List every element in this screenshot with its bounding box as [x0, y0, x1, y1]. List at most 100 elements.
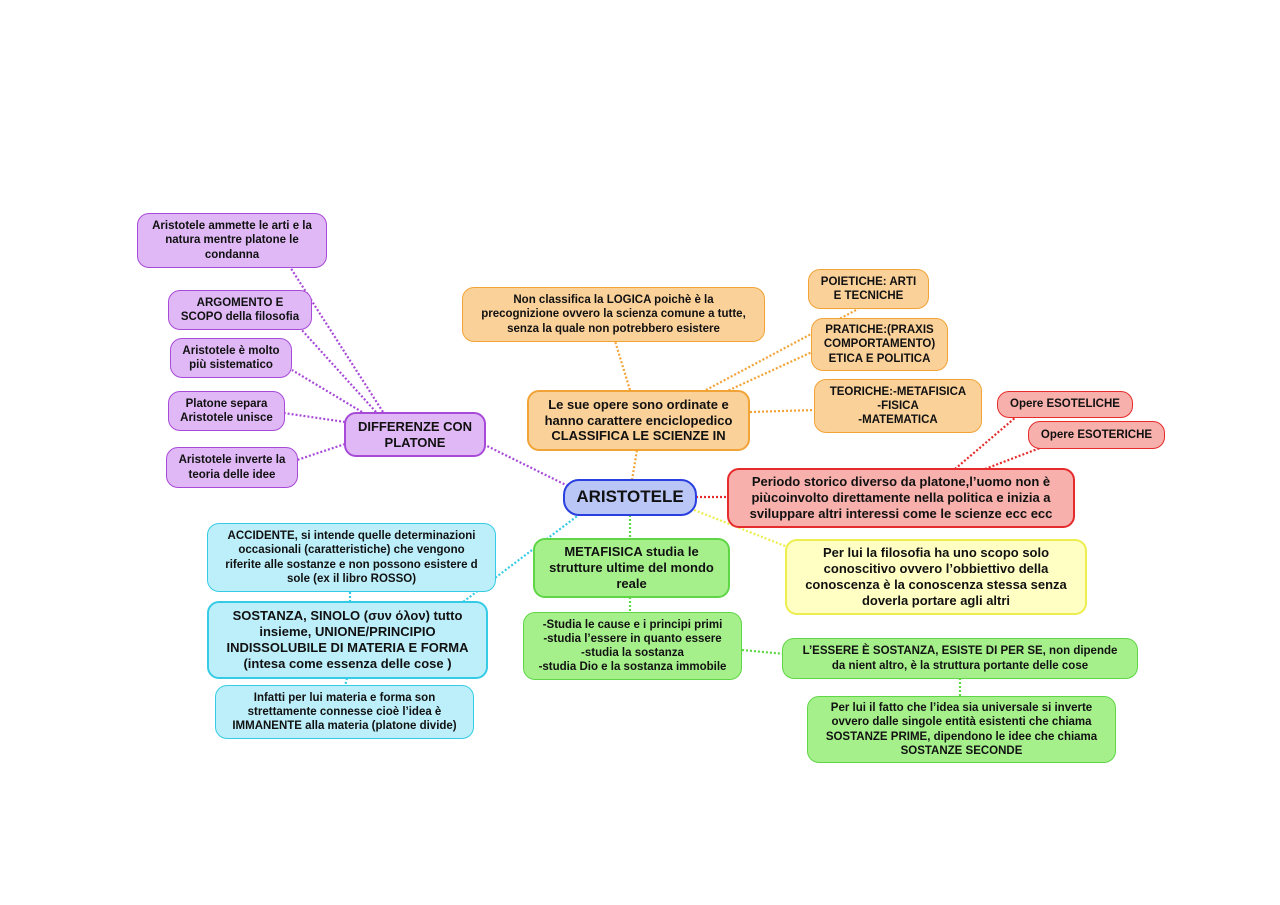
node-text-line: (intesa come essenza delle cose ) [243, 655, 452, 671]
node-text-line: Opere ESOTERICHE [1040, 428, 1153, 441]
node-text-line: SCOPO della filosofia [180, 311, 300, 323]
node-text-line: Aristotele è molto [182, 344, 280, 357]
node-poietiche[interactable]: POIETICHE: ARTI E TECNICHE [808, 269, 929, 309]
root-node-aristotele[interactable]: ARISTOTELE [563, 479, 697, 516]
node-text-line: Per lui il fatto che l’idea sia universa… [830, 702, 1093, 715]
node-text-line: SOSTANZE PRIME, dipendono le idee che ch… [825, 730, 1098, 743]
link-studia-essere [741, 648, 786, 656]
node-text-line: Aristotele inverte la [178, 454, 286, 467]
node-text-line: conoscenza è la conoscenza stessa senza [805, 577, 1067, 592]
link-differenze-inverte [296, 442, 346, 462]
node-text-line: doverla portare agli altri [861, 592, 1011, 608]
node-text-line: Non classifica la LOGICA poichè è la [513, 294, 714, 307]
node-accidente[interactable]: ACCIDENTE, si intende quelle determinazi… [207, 523, 496, 592]
link-periodo-esoteriche [984, 446, 1041, 471]
link-periodo-esoteliche [954, 416, 1017, 470]
node-text-line: ARGOMENTO E [196, 296, 284, 309]
node-text-line: METAFISICA studia le [564, 544, 699, 560]
node-text-line: PLATONE [384, 434, 446, 450]
node-text-line: -MATEMATICA [858, 414, 938, 426]
node-opere-esoteriche[interactable]: Opere ESOTERICHE [1028, 421, 1165, 449]
node-text-line: Opere ESOTELICHE [1010, 398, 1120, 411]
node-text-line: L’ESSERE È SOSTANZA, ESISTE DI PER SE, n… [802, 645, 1118, 658]
node-text-line: Aristotele unisce [180, 412, 273, 424]
link-sostanza-materia [343, 677, 349, 687]
node-text-line: Aristotele ammette le arti e la [152, 220, 312, 233]
node-text-line: condanna [204, 248, 260, 261]
link-differenze-separa [283, 411, 346, 424]
node-text-line: -studia Dio e la sostanza immobile [538, 661, 727, 674]
node-text-line: INDISSOLUBILE DI MATERIA E FORMA [226, 640, 469, 655]
node-text-line: DIFFERENZE CON [357, 418, 473, 434]
node-text-line: riferite alle sostanze e non possono esi… [225, 558, 478, 571]
link-root-filosofia [693, 508, 791, 550]
link-root-sostanza [462, 513, 581, 603]
node-periodo-storico[interactable]: Periodo storico diverso da platone,l’uom… [727, 468, 1075, 528]
node-text-line: precognizione ovvero la scienza comune a… [481, 308, 746, 321]
node-text-line: Platone separa [185, 397, 268, 410]
node-text-line: Le sue opere sono ordinate e [548, 396, 729, 412]
node-text-line: strettamente connesse cioè l’idea è [247, 705, 442, 718]
node-essere-sostanza[interactable]: L’ESSERE È SOSTANZA, ESISTE DI PER SE, n… [782, 638, 1138, 679]
node-text-line: ovvero dalle singole entità esistenti ch… [831, 716, 1092, 729]
node-text-line: insieme, UNIONE/PRINCIPIO [259, 624, 436, 640]
node-studia-cause[interactable]: -Studia le cause e i principi primi-stud… [523, 612, 742, 680]
node-text-line: ACCIDENTE, si intende quelle determinazi… [227, 530, 476, 543]
node-text-line: IMMANENTE alla materia (platone divide) [232, 720, 457, 732]
node-text-line: -FISICA [877, 399, 919, 412]
node-text-line: più sistematico [189, 359, 273, 371]
node-text-line: ETICA E POLITICA [828, 352, 931, 365]
node-text-line: ARISTOTELE [576, 487, 684, 507]
node-text-line: sole (ex il libro ROSSO) [286, 572, 417, 585]
node-text-line: COMPORTAMENTO) [823, 338, 936, 351]
link-root-opere [630, 449, 639, 481]
node-text-line: -Studia le cause e i principi primi [542, 618, 723, 631]
node-text-line: piùcoinvolto direttamente nella politica… [751, 490, 1051, 506]
node-text-line: reale [616, 575, 647, 591]
node-text-line: strutture ultime del mondo [549, 560, 714, 576]
node-text-line: Periodo storico diverso da platone,l’uom… [751, 474, 1051, 490]
node-text-line: PRATICHE:(PRAXIS [825, 324, 934, 337]
link-opere-teoriche [749, 408, 816, 414]
node-opere-esoteliche[interactable]: Opere ESOTELICHE [997, 391, 1133, 418]
node-text-line: senza la quale non potrebbero esistere [507, 322, 720, 335]
node-text-line: hanno carattere enciclopedico [544, 412, 733, 428]
node-text-line: Per lui la filosofia ha uno scopo solo [822, 545, 1050, 561]
node-molto-sistematico[interactable]: Aristotele è molto più sistematico [170, 338, 292, 378]
node-text-line: sviluppare altri interessi come le scien… [749, 505, 1053, 521]
node-text-line: occasionali (caratteristiche) che vengon… [238, 544, 465, 557]
node-text-line: conoscitivo ovvero l’obbiettivo della [823, 561, 1049, 577]
node-text-line: E TECNICHE [833, 290, 904, 302]
node-text-line: -studia l’essere in quanto essere [543, 632, 722, 645]
node-idea-universale[interactable]: Per lui il fatto che l’idea sia universa… [807, 696, 1116, 763]
node-argomento-scopo[interactable]: ARGOMENTO E SCOPO della filosofia [168, 290, 312, 330]
link-differenze-sistematico [291, 369, 363, 413]
node-text-line: TEORICHE:-METAFISICA [829, 385, 967, 398]
node-text-line: Infatti per lui materia e forma son [253, 691, 436, 704]
node-text-line: natura mentre platone le [165, 234, 299, 247]
link-opere-logica [613, 340, 632, 391]
node-text-line: -studia la sostanza [581, 647, 684, 659]
node-text-line: SOSTANZE SECONDE [900, 744, 1023, 757]
node-text-line: CLASSIFICA LE SCIENZE IN [551, 428, 726, 444]
node-text-line: teoria delle idee [188, 468, 276, 481]
link-opere-poietiche [705, 308, 859, 391]
node-text-line: da nient altro, è la struttura portante … [831, 659, 1089, 672]
node-text-line: POIETICHE: ARTI [820, 275, 917, 288]
link-differenze-argomento [299, 327, 377, 413]
link-differenze-arti [289, 266, 384, 413]
node-teoriche[interactable]: TEORICHE:-METAFISICA-FISICA -MATEMATICA [814, 379, 982, 433]
link-root-differenze [484, 444, 569, 487]
